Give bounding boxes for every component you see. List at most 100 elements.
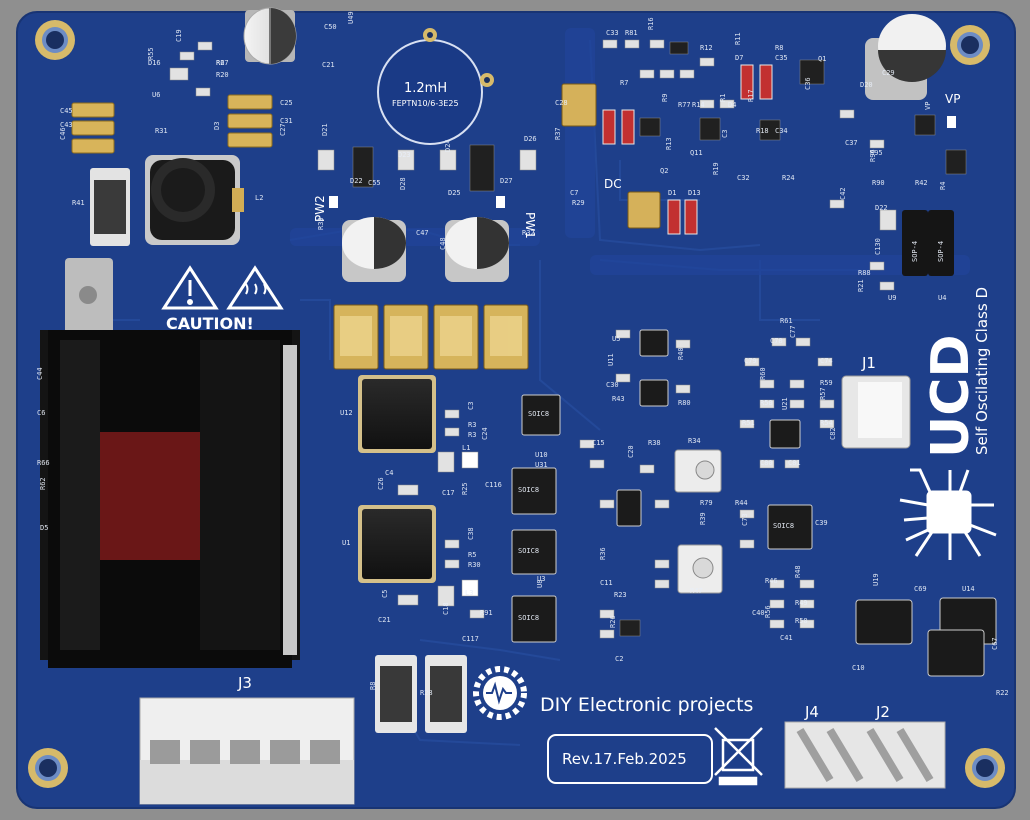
warning-triangle-icon (161, 265, 219, 310)
silkscreen-designator: R66 (37, 459, 50, 467)
silkscreen-designator: C17 (442, 489, 455, 497)
electrolytic-cap-c47 (445, 217, 509, 282)
silkscreen-designator: R27 (216, 59, 229, 67)
silkscreen-designator: C30 (606, 381, 619, 389)
silkscreen-designator: D24 (444, 139, 452, 152)
silkscreen-designator: D1 (668, 189, 677, 197)
silkscreen-designator: R95 (870, 149, 883, 157)
output-transformer (40, 330, 300, 668)
silkscreen-designator: R96 (869, 149, 877, 162)
silkscreen-designator: D3 (213, 121, 221, 130)
silkscreen-designator: L3 (465, 589, 474, 597)
silkscreen-designator: R32 (522, 229, 535, 237)
silkscreen-designator: C33 (606, 29, 619, 37)
silkscreen-designator: VP (924, 101, 932, 110)
silkscreen-designator: U14 (962, 585, 975, 593)
silkscreen-designator: C37 (845, 139, 858, 147)
brand-label: DIY Electronic projects (540, 694, 754, 716)
silkscreen-designator: R56 (764, 605, 772, 618)
power-inductor-l2 (145, 155, 244, 245)
silkscreen-designator: C41 (780, 634, 793, 642)
silkscreen-designator: C48 (439, 237, 447, 250)
revision-box (547, 734, 713, 784)
silkscreen-designator: C50 (324, 23, 337, 31)
silkscreen-designator: R60 (759, 367, 767, 380)
silkscreen-designator: C40 (752, 609, 765, 617)
connector-j1-label: J1 (862, 354, 876, 372)
silkscreen-designator: C55 (368, 179, 381, 187)
silkscreen-designator: C69 (914, 585, 927, 593)
product-title: UCD (921, 334, 981, 458)
silkscreen-designator: C20 (627, 445, 635, 458)
silkscreen-designator: R1 (719, 93, 727, 102)
silkscreen-designator: R59 (820, 379, 833, 387)
connector-j3-label: J3 (238, 674, 252, 692)
silkscreen-designator: C34 (775, 127, 788, 135)
sop4-chips (902, 210, 954, 276)
silkscreen-designator: R7 (620, 79, 629, 87)
silkscreen-designator: C18 (442, 602, 450, 615)
silkscreen-designator: C28 (555, 99, 568, 107)
silkscreen-designator: C2 (615, 655, 624, 663)
weee-icon (714, 727, 763, 786)
silkscreen-designator: R91 (480, 609, 493, 617)
soic-chips (511, 329, 813, 643)
silkscreen-designator: R51 (742, 419, 755, 427)
silkscreen-designator: C73 (741, 513, 749, 526)
silkscreen-designator: R41 (72, 199, 85, 207)
silkscreen-designator: R48 (794, 565, 802, 578)
silkscreen-designator: U19 (872, 573, 880, 586)
silkscreen-designator: R17 (747, 89, 755, 102)
connector-j1 (841, 375, 911, 449)
electrolytic-cap-top-left (243, 7, 297, 65)
silkscreen-designator: C78 (770, 337, 783, 345)
chip-mark: SOIC8 (518, 486, 540, 494)
silkscreen-designator: U31 (535, 461, 548, 469)
silkscreen-designator: C38 (467, 527, 475, 540)
silkscreen-designator: C77 (789, 325, 797, 338)
silkscreen-designator: U1 (342, 539, 351, 547)
silkscreen-designator: C10 (852, 664, 865, 672)
silkscreen-designator: R31 (155, 127, 168, 135)
silkscreen-designator: R46 (765, 577, 778, 585)
silkscreen-designator: C39 (815, 519, 828, 527)
silkscreen-designator: R88 (858, 269, 871, 277)
silkscreen-designator: R12 (700, 44, 713, 52)
silkscreen-designator: U10 (535, 451, 548, 459)
silkscreen-designator: D25 (448, 189, 461, 197)
silkscreen-designator: D13 (688, 189, 701, 197)
silkscreen-designator: C81 (788, 459, 801, 467)
connector-j4-j2 (784, 721, 946, 789)
silkscreen-designator: R37 (554, 127, 562, 140)
silkscreen-designator: U12 (340, 409, 353, 417)
silkscreen-designator: R26 (609, 615, 617, 628)
silkscreen-designator: R39 (699, 512, 707, 525)
smd-small-parts (169, 39, 967, 639)
chip-mark: SOIC8 (518, 614, 540, 622)
silkscreen-designator: U4 (938, 294, 947, 302)
silkscreen-designator: R36 (599, 547, 607, 560)
silkscreen-designator: C67 (991, 637, 999, 650)
silkscreen-designator: R81 (625, 29, 638, 37)
silkscreen-designator: D21 (321, 123, 329, 136)
silkscreen-designator: C4 (385, 469, 394, 477)
silkscreen-designator: C6 (37, 409, 46, 417)
silkscreen-designator: C21 (378, 616, 391, 624)
silkscreen-designator: C24 (481, 427, 489, 440)
silkscreen-designator: D28 (399, 177, 407, 190)
silkscreen-designator: R57 (819, 387, 827, 400)
silkscreen-designator: R8 (369, 681, 377, 690)
chip-logo-icon (899, 468, 997, 560)
mounting-holes (28, 20, 1005, 788)
silkscreen-designator: C32 (737, 174, 750, 182)
silkscreen-designator: R80 (678, 399, 691, 407)
silkscreen-designator: U3 (537, 575, 546, 583)
silkscreen-designator: R61 (780, 317, 793, 325)
caution-label: CAUTION! (166, 314, 254, 333)
silkscreen-designator: R9 (661, 93, 669, 102)
vp-label: VP (945, 92, 961, 106)
silkscreen-designator: R54 (820, 419, 833, 427)
silkscreen-designator: C21 (322, 61, 335, 69)
silkscreen-designator: R40 (677, 347, 685, 360)
chip-mark: SOP-4 (911, 240, 919, 262)
